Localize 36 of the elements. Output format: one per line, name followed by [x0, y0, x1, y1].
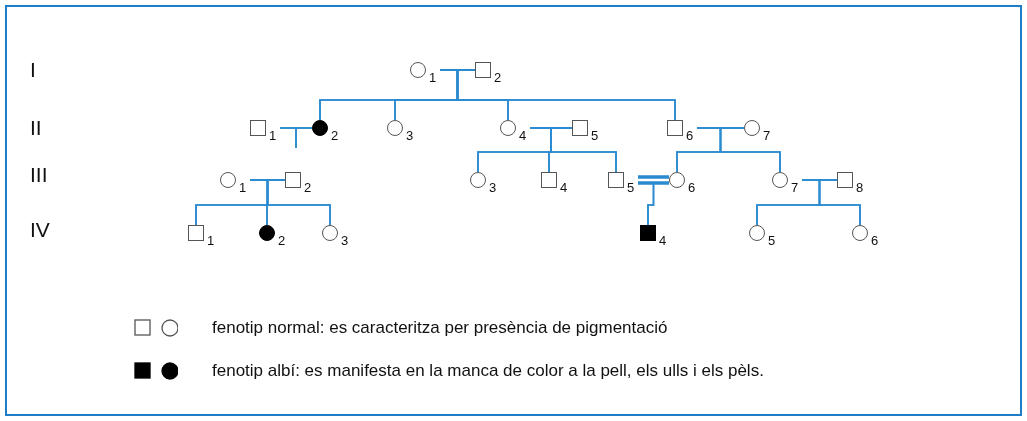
- individual-number: 8: [856, 181, 864, 195]
- individual-number: 2: [494, 71, 502, 85]
- individual-number: 3: [489, 181, 497, 195]
- individual-number: 2: [278, 234, 286, 248]
- individual-number: 6: [686, 129, 694, 143]
- individual-number: 1: [207, 234, 215, 248]
- individual-number: 1: [269, 129, 277, 143]
- individual-number: 5: [627, 181, 635, 195]
- individual-number: 5: [591, 129, 599, 143]
- generation-label: III: [30, 163, 48, 187]
- individual-number: 4: [659, 234, 667, 248]
- individual-number: 3: [406, 129, 414, 143]
- individual-number: 7: [763, 129, 771, 143]
- individual-number: 4: [560, 181, 568, 195]
- individual-number: 2: [304, 181, 312, 195]
- individual-number: 7: [791, 181, 799, 195]
- generation-label: IV: [30, 218, 50, 242]
- pedigree-line: [647, 182, 670, 226]
- legend-text: fenotip albí: es manifesta en la manca de color a la pell, els ulls i els pèls.: [212, 360, 764, 382]
- pedigree-line: [818, 179, 861, 226]
- individual-number: 6: [688, 181, 696, 195]
- individual-number: 3: [341, 234, 349, 248]
- pedigree-line: [550, 127, 617, 173]
- individual-number: 1: [239, 181, 247, 195]
- pedigree-line: [295, 127, 313, 149]
- pedigree-line: [266, 179, 331, 226]
- pedigree-line: [636, 175, 671, 185]
- individual-number: 2: [331, 129, 339, 143]
- individual-number: 1: [429, 71, 437, 85]
- generation-label: II: [30, 116, 42, 140]
- individual-number: 6: [871, 234, 879, 248]
- individual-number: 5: [768, 234, 776, 248]
- legend-text: fenotip normal: es caracteritza per presència de pigmentació: [212, 317, 668, 339]
- pedigree-line: [719, 127, 781, 173]
- generation-label: I: [30, 58, 36, 82]
- individual-number: 4: [519, 129, 527, 143]
